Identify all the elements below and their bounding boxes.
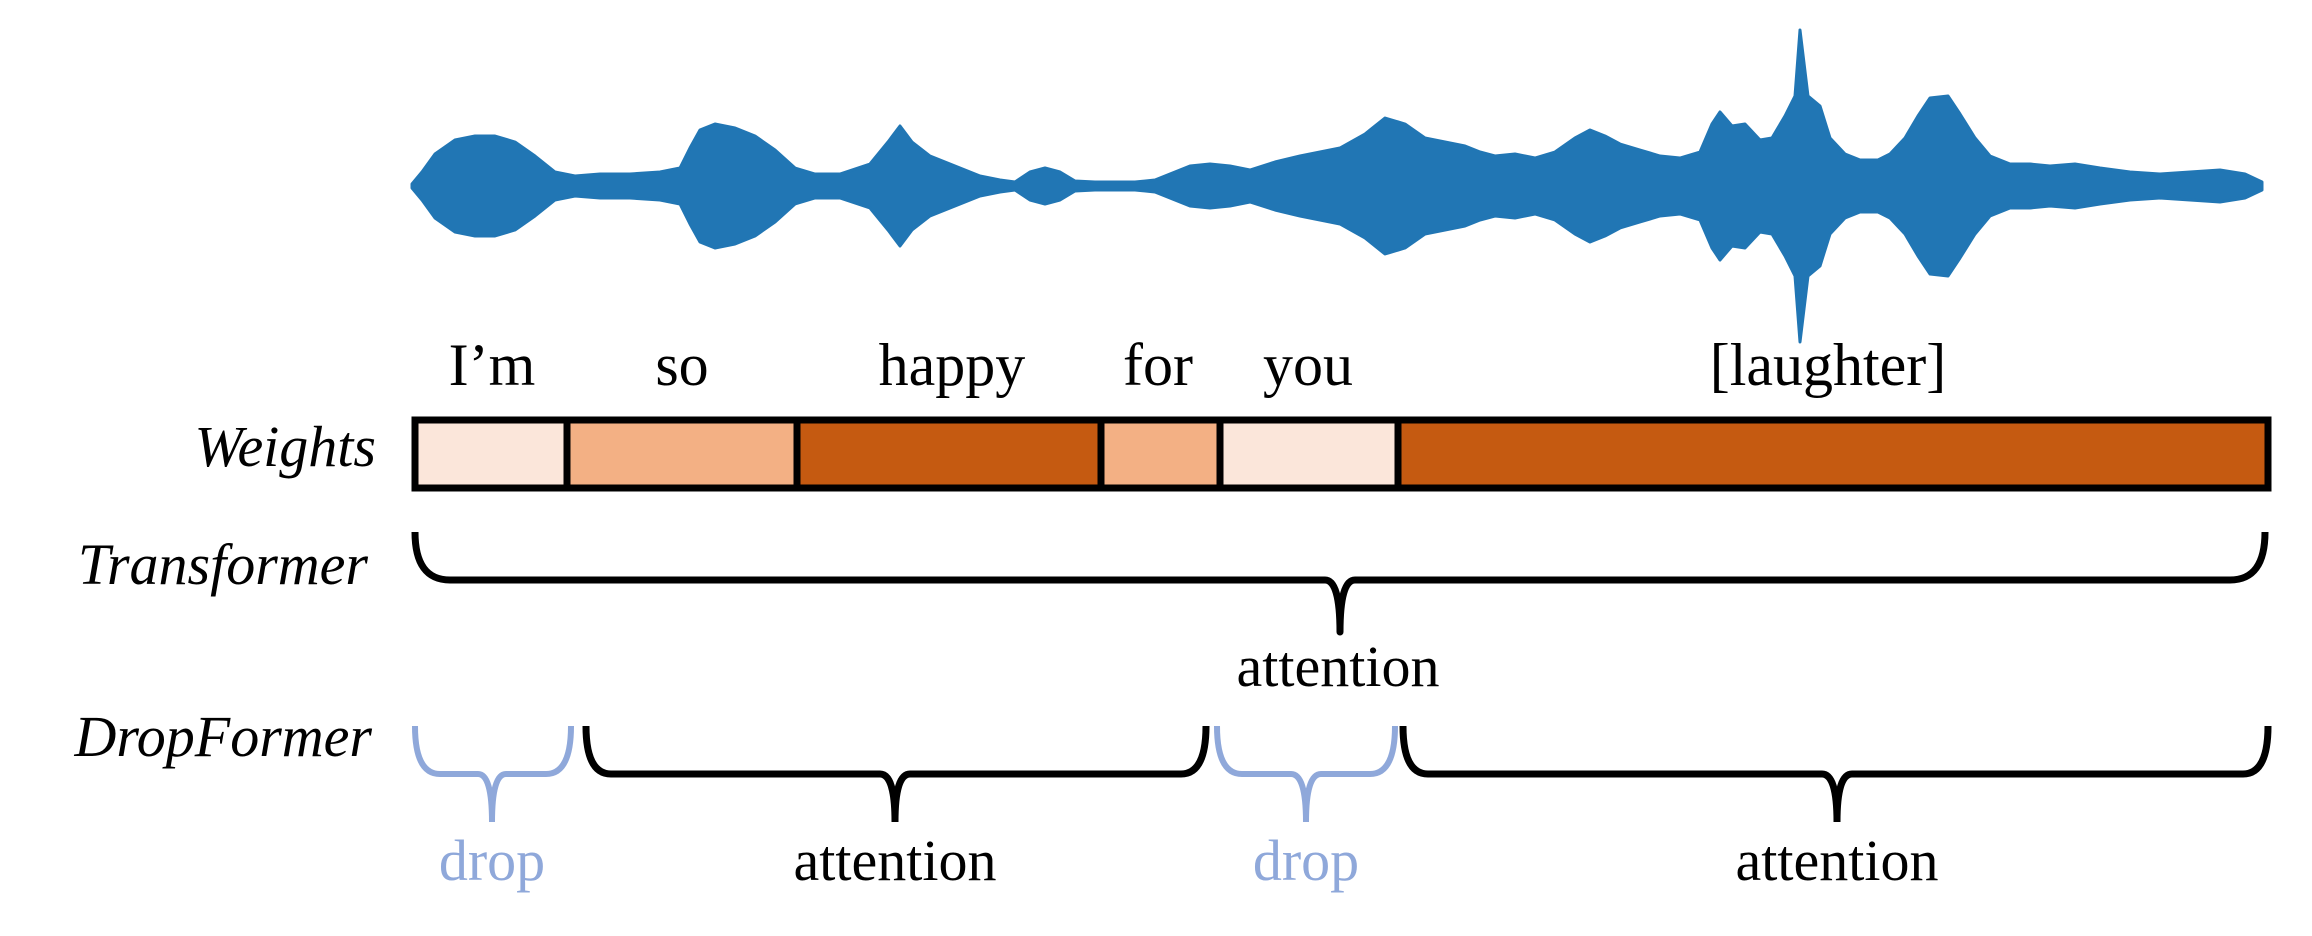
attention-label: attention bbox=[794, 828, 997, 893]
transformer-attention-brace bbox=[411, 531, 2269, 636]
word-label: you bbox=[1263, 332, 1353, 398]
attention-label: attention bbox=[1736, 828, 1939, 893]
transformer-attention-label: attention bbox=[1237, 634, 1440, 699]
word-label: [laughter] bbox=[1710, 332, 1947, 398]
weight-cell bbox=[1097, 416, 1224, 492]
attention-brace bbox=[582, 725, 1210, 823]
weight-cell bbox=[1216, 416, 1402, 492]
transformer-row-label: Transformer bbox=[78, 532, 369, 597]
drop-label: drop bbox=[1253, 828, 1359, 893]
word-label: happy bbox=[879, 332, 1026, 398]
drop-label: drop bbox=[439, 828, 545, 893]
weight-cell bbox=[793, 416, 1105, 492]
word-label: for bbox=[1123, 332, 1193, 398]
weight-bar bbox=[411, 416, 2272, 492]
weight-cell bbox=[411, 416, 571, 492]
drop-brace bbox=[412, 725, 574, 823]
dropformer-row-label: DropFormer bbox=[73, 704, 372, 769]
waveform-shape bbox=[410, 28, 2264, 344]
word-label: I’m bbox=[449, 332, 536, 398]
weight-cell bbox=[1394, 416, 2272, 492]
attention-brace bbox=[1399, 725, 2272, 823]
drop-brace bbox=[1214, 725, 1398, 823]
audio-waveform bbox=[410, 28, 2264, 344]
weight-cell bbox=[563, 416, 801, 492]
word-label: so bbox=[655, 332, 708, 398]
weights-row-label: Weights bbox=[194, 414, 376, 479]
